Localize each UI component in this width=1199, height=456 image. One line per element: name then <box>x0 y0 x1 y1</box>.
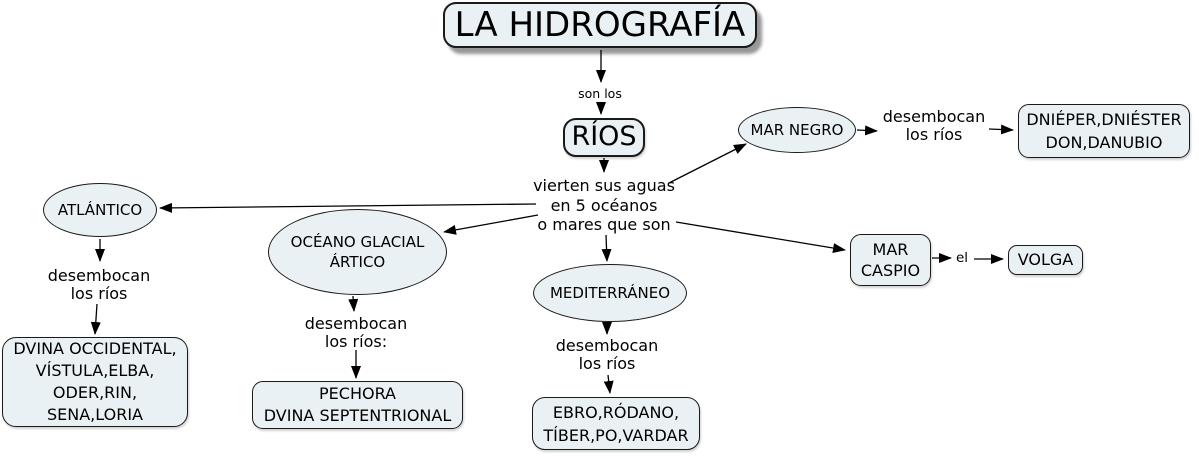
node-mar-caspio[interactable]: MAR CASPIO <box>850 234 931 286</box>
node-rivers-atlantico[interactable]: DVINA OCCIDENTAL, VÍSTULA,ELBA, ODER,RIN… <box>2 337 188 427</box>
node-rivers-artico[interactable]: PECHORA DVINA SEPTENTRIONAL <box>252 381 463 429</box>
node-mediterraneo[interactable]: MEDITERRÁNEO <box>533 264 687 322</box>
label-desembocan-mediterraneo[interactable]: desembocan los ríos <box>555 336 659 373</box>
label-el[interactable]: el <box>956 250 969 266</box>
label-vierten-sus-aguas[interactable]: vierten sus aguas en 5 océanos o mares q… <box>533 176 675 234</box>
node-la-hidrografia[interactable]: LA HIDROGRAFÍA <box>443 2 757 48</box>
label-desembocan-mar-negro[interactable]: desembocan los ríos <box>882 107 986 144</box>
arrow-vierten-to-mar-negro <box>668 143 747 184</box>
arrow-vierten-to-mediterraneo <box>601 234 612 262</box>
node-oceano-glacial-artico[interactable]: OCÉANO GLACIAL ÁRTICO <box>268 209 447 295</box>
arrow-desembocan-to-ebro-box <box>603 374 614 394</box>
node-rivers-mar-negro[interactable]: DNIÉPER,DNIÉSTER DON,DANUBIO <box>1018 104 1190 158</box>
label-son-los[interactable]: son los <box>578 86 622 101</box>
node-volga[interactable]: VOLGA <box>1008 245 1083 275</box>
node-rios[interactable]: RÍOS <box>563 118 645 157</box>
node-atlantico[interactable]: ATLÁNTICO <box>43 183 157 237</box>
label-desembocan-atlantico[interactable]: desembocan los ríos <box>47 266 151 303</box>
arrow-vierten-to-artico <box>443 214 539 235</box>
arrow-vierten-to-atlantico <box>159 202 537 213</box>
arrow-vierten-to-mar-caspio <box>675 221 846 253</box>
arrow-mar-negro-to-desembocan <box>856 125 878 136</box>
arrow-desembocan-to-dvina-box <box>90 303 101 335</box>
node-rivers-mediterraneo[interactable]: EBRO,RÓDANO, TÍBER,PO,VARDAR <box>532 397 700 450</box>
arrow-desembocan-to-dnieper-box <box>988 124 1014 135</box>
label-desembocan-artico[interactable]: desembocan los ríos: <box>304 314 408 351</box>
arrow-artico-to-desembocan <box>348 295 359 312</box>
node-mar-negro[interactable]: MAR NEGRO <box>738 107 856 153</box>
